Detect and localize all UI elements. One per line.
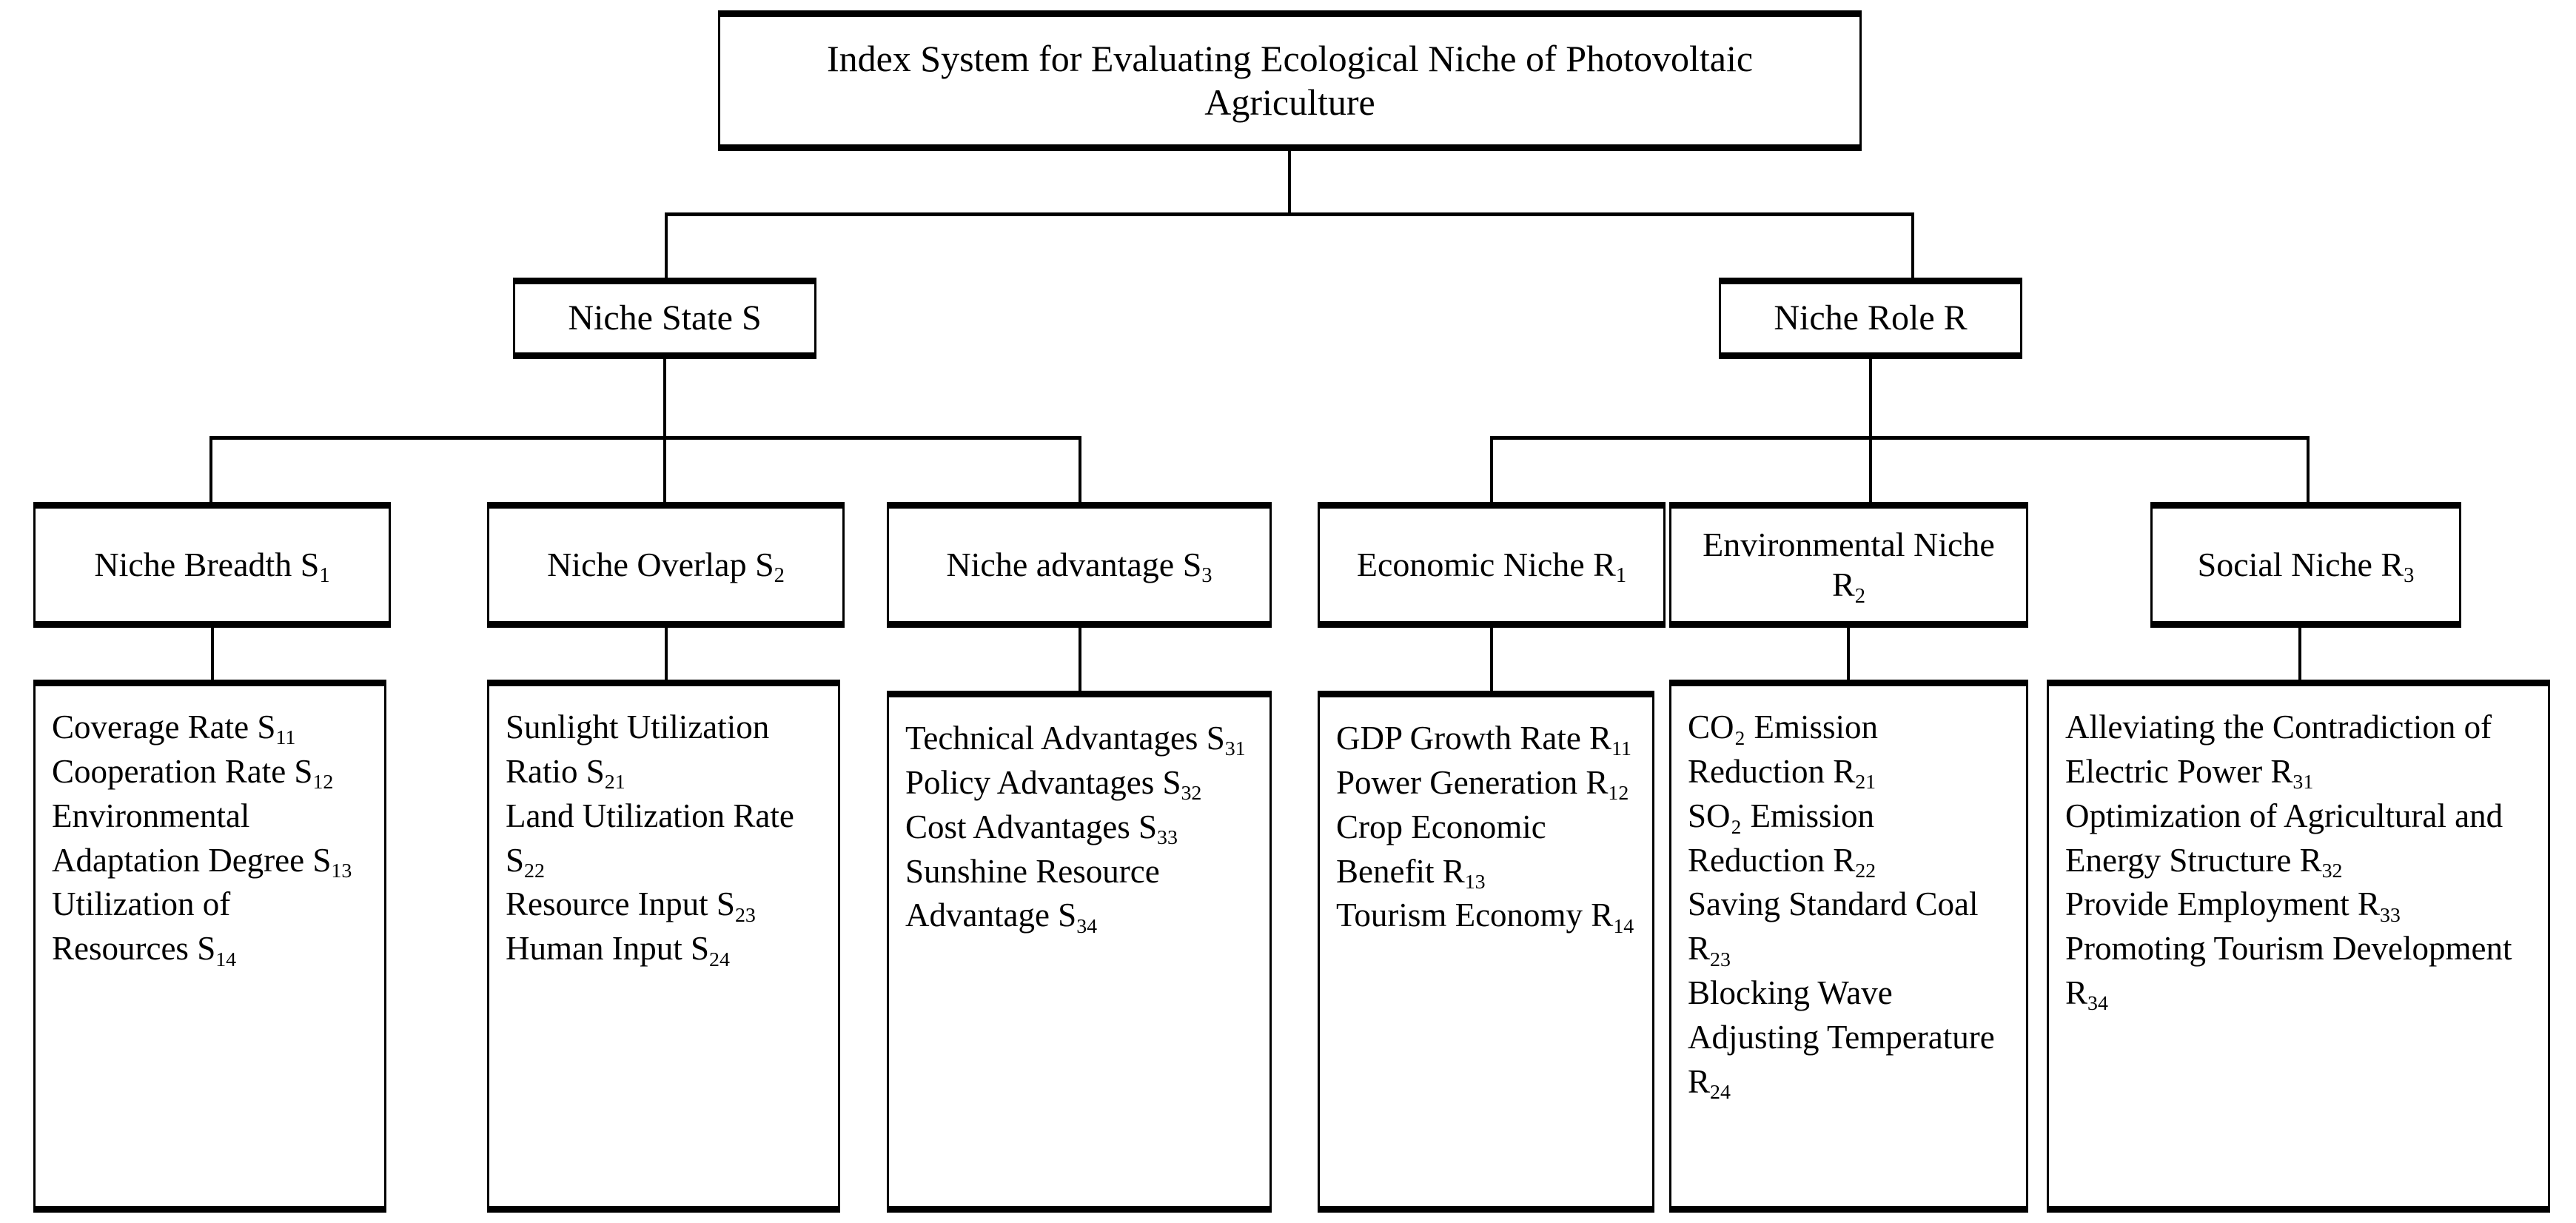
node-niche-breadth[interactable]: Niche Breadth S1	[33, 502, 391, 628]
leaf-box-niche-advantage[interactable]: Technical Advantages S31 Policy Advantag…	[887, 691, 1272, 1213]
node-niche-overlap-label: Niche Overlap S2	[547, 545, 785, 588]
connector-level2-drop-left	[665, 212, 668, 279]
leaf-item: Technical Advantages S31	[905, 720, 1246, 761]
leaf-item: GDP Growth Rate R11	[1336, 720, 1631, 761]
node-niche-role[interactable]: Niche Role R	[1719, 278, 2022, 359]
connector-root-stem	[1288, 151, 1291, 214]
leaf-item: Power Generation R12	[1336, 763, 1629, 805]
connector-state-drop-2	[663, 436, 666, 504]
node-economic-niche-label: Economic Niche R1	[1356, 545, 1627, 588]
connector-state-bus	[209, 436, 1081, 440]
leaf-item: Alleviating the Contradiction of Electri…	[2065, 708, 2492, 794]
connector-role-drop-3	[2307, 436, 2310, 504]
leaf-box-niche-overlap[interactable]: Sunlight Utilization Ratio S21 Land Util…	[487, 680, 840, 1213]
leaf-box-environmental-niche[interactable]: CO₂ Emission Reduction R21 SO₂ Emission …	[1669, 680, 2028, 1213]
connector-state-drop-1	[209, 436, 212, 504]
leaf-item: Land Utilization Rate S22	[506, 797, 794, 882]
leaf-item: Provide Employment R33	[2065, 885, 2401, 927]
leaf-item: Sunlight Utilization Ratio S21	[506, 708, 770, 794]
node-niche-state-label: Niche State S	[568, 298, 762, 338]
connector-leaf-stem-5	[1847, 628, 1850, 683]
leaf-item: Utilization of Resources S14	[52, 885, 237, 971]
node-niche-role-label: Niche Role R	[1774, 298, 1968, 338]
connector-state-stem	[663, 359, 666, 438]
leaf-item: Coverage Rate S11	[52, 708, 296, 750]
leaf-item: Saving Standard Coal R23	[1688, 885, 1979, 971]
leaf-item: CO₂ Emission Reduction R21	[1688, 708, 1878, 794]
connector-role-bus	[1490, 436, 2310, 440]
leaf-item: Environmental Adaptation Degree S13	[52, 797, 352, 882]
leaf-item: Cost Advantages S33	[905, 808, 1178, 850]
leaf-box-social-niche[interactable]: Alleviating the Contradiction of Electri…	[2047, 680, 2550, 1213]
node-root-label: Index System for Evaluating Ecological N…	[826, 38, 1754, 123]
node-root[interactable]: Index System for Evaluating Ecological N…	[718, 10, 1862, 151]
leaf-item: Optimization of Agricultural and Energy …	[2065, 797, 2503, 882]
connector-leaf-stem-1	[211, 628, 214, 683]
node-niche-breadth-label: Niche Breadth S1	[94, 545, 330, 588]
node-niche-state[interactable]: Niche State S	[513, 278, 816, 359]
leaf-item: Tourism Economy R14	[1336, 897, 1634, 938]
connector-role-stem	[1869, 359, 1872, 438]
node-niche-advantage-label: Niche advantage S3	[946, 545, 1212, 588]
leaf-item: SO₂ Emission Reduction R22	[1688, 797, 1876, 882]
node-environmental-niche-label: Environmental Niche R2	[1703, 525, 1995, 608]
connector-leaf-stem-3	[1079, 628, 1081, 694]
connector-level2-bus	[665, 212, 1914, 216]
leaf-item: Cooperation Rate S12	[52, 752, 334, 794]
leaf-item: Crop Economic Benefit R13	[1336, 808, 1546, 894]
leaf-item: Resource Input S23	[506, 885, 756, 927]
leaf-box-niche-breadth[interactable]: Coverage Rate S11 Cooperation Rate S12 E…	[33, 680, 386, 1213]
connector-level2-drop-right	[1911, 212, 1914, 279]
node-environmental-niche[interactable]: Environmental Niche R2	[1669, 502, 2028, 628]
leaf-item: Policy Advantages S32	[905, 763, 1202, 805]
connector-leaf-stem-2	[665, 628, 668, 683]
leaf-item: Sunshine Resource Advantage S34	[905, 852, 1160, 938]
leaf-item: Blocking Wave Adjusting Temperature R24	[1688, 974, 1995, 1105]
node-social-niche[interactable]: Social Niche R3	[2150, 502, 2461, 628]
leaf-box-economic-niche[interactable]: GDP Growth Rate R11 Power Generation R12…	[1318, 691, 1654, 1213]
node-economic-niche[interactable]: Economic Niche R1	[1318, 502, 1666, 628]
connector-role-drop-2	[1869, 436, 1872, 504]
connector-leaf-stem-4	[1490, 628, 1493, 694]
connector-role-drop-1	[1490, 436, 1493, 504]
connector-state-drop-3	[1079, 436, 1081, 504]
leaf-item: Promoting Tourism Development R34	[2065, 930, 2512, 1016]
node-social-niche-label: Social Niche R3	[2197, 545, 2415, 588]
node-niche-advantage[interactable]: Niche advantage S3	[887, 502, 1272, 628]
connector-leaf-stem-6	[2298, 628, 2301, 683]
leaf-item: Human Input S24	[506, 930, 730, 971]
node-niche-overlap[interactable]: Niche Overlap S2	[487, 502, 845, 628]
